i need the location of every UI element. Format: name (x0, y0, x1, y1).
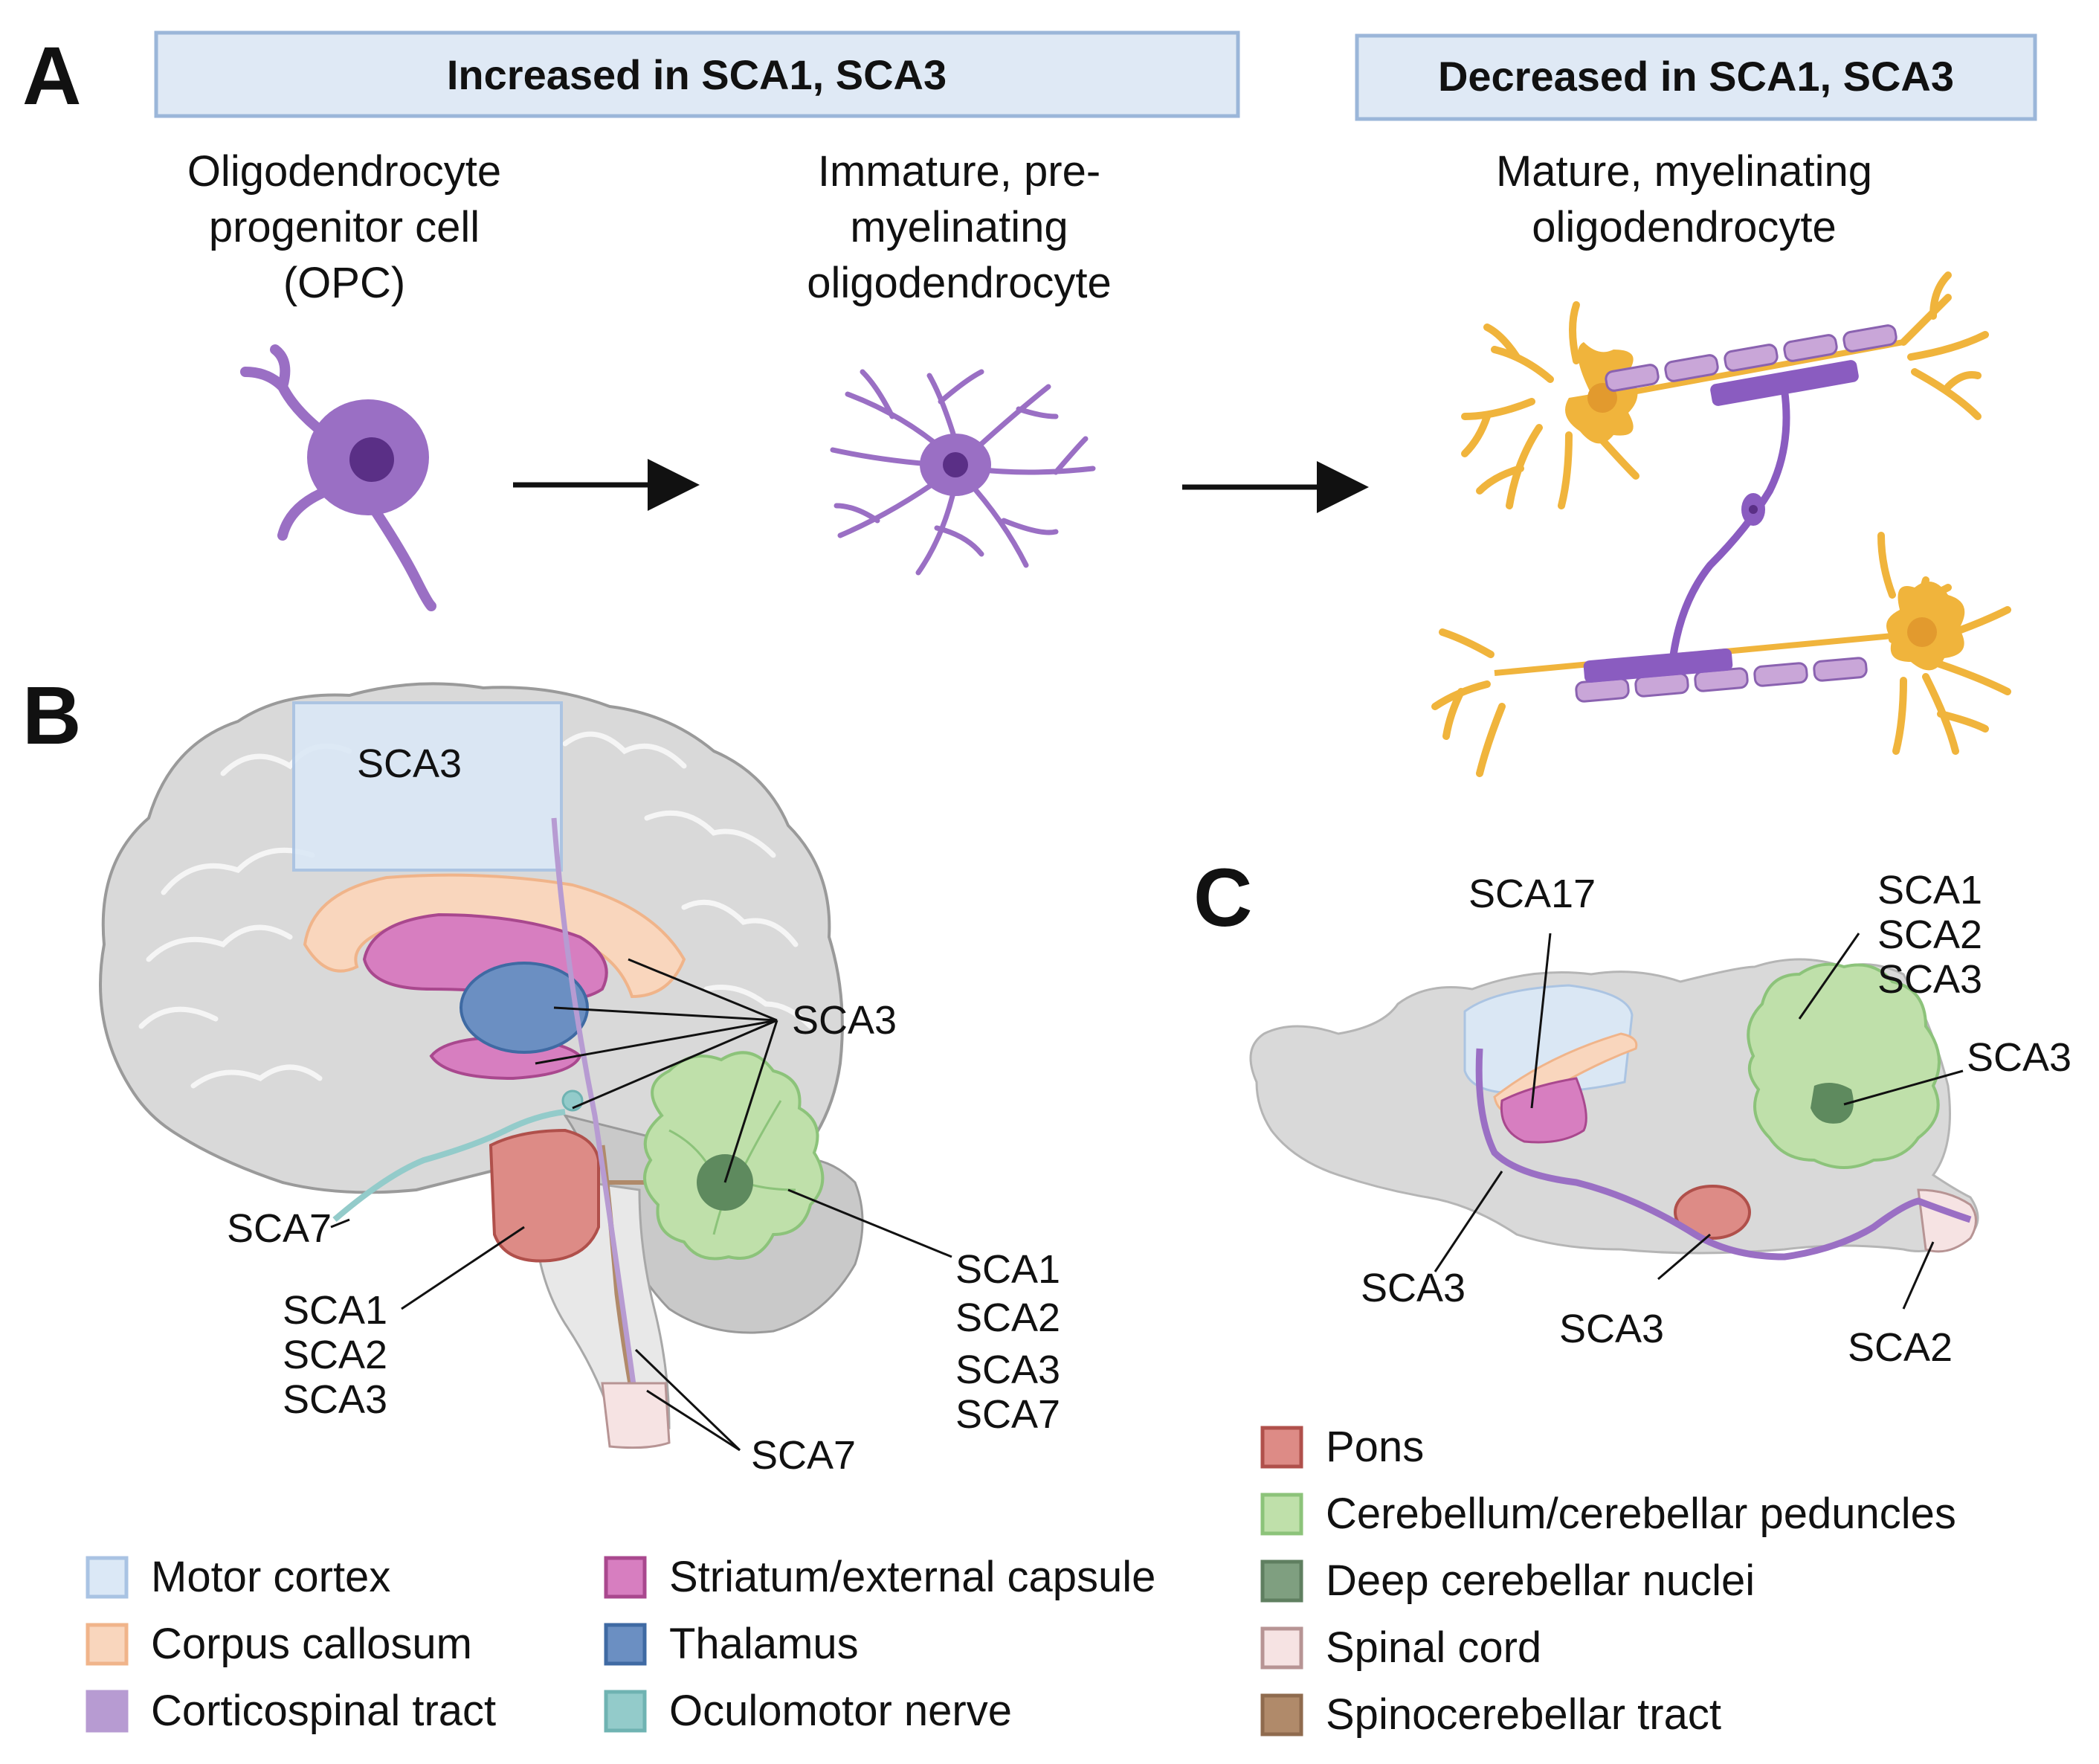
legend-swatch-striatum-external-capsule (604, 1556, 647, 1599)
mouse-cerebellum-sca-label-1: SCA1 (1877, 868, 1982, 912)
mouse-dcn-sca-label: SCA3 (1967, 1035, 2071, 1080)
legend-label-pons: Pons (1326, 1423, 1424, 1471)
panel-letter-c: C (1193, 852, 1252, 944)
panel-b-leader-lines (330, 958, 952, 1452)
mature-caption: Mature, myelinating oligodendrocyte (1496, 147, 1872, 251)
opc-cell-illustration (240, 344, 436, 611)
legend-swatch-corticospinal-tract (86, 1690, 129, 1733)
mouse-cerebellum-sca-label-3: SCA3 (1877, 957, 1982, 1002)
legend-label-corticospinal-tract: Corticospinal tract (151, 1687, 496, 1735)
decreased-banner-text: Decreased in SCA1, SCA3 (1438, 53, 1954, 100)
increased-banner-text: Increased in SCA1, SCA3 (447, 51, 947, 98)
legend-label-corpus-callosum: Corpus callosum (151, 1620, 472, 1668)
spinal-cord-region (601, 1382, 671, 1449)
legend-label-spinocerebellar-tract: Spinocerebellar tract (1326, 1690, 1721, 1739)
panel-letter-b: B (22, 670, 81, 762)
mouse-pons (1674, 1185, 1751, 1240)
pons-region (489, 1128, 600, 1263)
opc-caption-line3: (OPC) (283, 259, 405, 307)
mouse-striatum-sca-label: SCA17 (1468, 872, 1596, 916)
opc-caption-line2: progenitor cell (209, 203, 480, 251)
legend-swatch-oculomotor-nerve (604, 1690, 647, 1733)
mature-oligodendrocyte-illustration (1431, 271, 2011, 777)
immature-caption-line1: Immature, pre- (818, 147, 1100, 196)
legend-swatch-corpus-callosum (86, 1623, 129, 1666)
decreased-banner (1355, 33, 2037, 121)
pons-sca-label-1: SCA1 (283, 1288, 387, 1333)
legend-label-cerebellum-cerebellar-peduncles: Cerebellum/cerebellar peduncles (1326, 1490, 1956, 1538)
immature-oligodendrocyte-illustration (830, 369, 1096, 576)
legend-label-spinal-cord: Spinal cord (1326, 1623, 1541, 1672)
legend-label-motor-cortex: Motor cortex (151, 1553, 390, 1601)
oculomotor-nerve (332, 1109, 566, 1223)
motor-cortex-sca-label: SCA3 (357, 741, 462, 786)
immature-caption-line2: myelinating (850, 203, 1068, 251)
legend-label-thalamus: Thalamus (669, 1620, 859, 1668)
oculomotor-sca-label: SCA7 (227, 1206, 332, 1251)
immature-caption: Immature, pre- myelinating oligodendrocy… (807, 147, 1112, 307)
legend-swatch-deep-cerebellar-nuclei (1260, 1559, 1303, 1603)
center-sca-label: SCA3 (792, 998, 897, 1043)
legend-swatch-cerebellum-cerebellar-peduncles (1260, 1493, 1303, 1536)
mouse-cerebellum-sca-labels: SCA1 SCA2 SCA3 (1877, 868, 1982, 1002)
opc-caption: Oligodendrocyte progenitor cell (OPC) (187, 147, 501, 307)
legend-swatch-thalamus (604, 1623, 647, 1666)
legend-swatch-motor-cortex (86, 1556, 129, 1599)
mouse-striatum (1500, 1077, 1587, 1144)
legend-swatch-spinocerebellar-tract (1260, 1693, 1303, 1736)
mouse-cerebellum (1747, 962, 1941, 1169)
increased-banner (154, 30, 1240, 118)
cerebellum-sca-label-3: SCA3 (955, 1348, 1060, 1392)
pons-sca-label-3: SCA3 (283, 1377, 387, 1422)
mouse-cerebellum-sca-label-2: SCA2 (1877, 912, 1982, 957)
mouse-tract-sca-label: SCA3 (1361, 1266, 1466, 1310)
legend-label-oculomotor-nerve: Oculomotor nerve (669, 1687, 1012, 1735)
mouse-deep-cerebellar-nuclei (1811, 1083, 1854, 1124)
cerebellum-sca-label-4: SCA7 (955, 1392, 1060, 1437)
opc-caption-line1: Oligodendrocyte (187, 147, 501, 196)
immature-caption-line3: oligodendrocyte (807, 259, 1112, 307)
corticospinal-tract (551, 817, 642, 1429)
pons-sca-label-2: SCA2 (283, 1333, 387, 1377)
thalamus-region (460, 962, 589, 1054)
legend-swatch-spinal-cord (1260, 1626, 1303, 1670)
human-brain-illustration (99, 682, 864, 1449)
cerebellum-sca-label-2: SCA2 (955, 1295, 1060, 1340)
panel-c-leader-lines (1434, 933, 1964, 1310)
legend-label-striatum-external-capsule: Striatum/external capsule (669, 1553, 1155, 1601)
mature-caption-line1: Mature, myelinating (1496, 147, 1872, 196)
pons-sca-labels: SCA1 SCA2 SCA3 (283, 1288, 387, 1422)
cerebellum-sca-labels: SCA1 SCA2 SCA3 SCA7 (955, 1247, 1060, 1437)
tract-sca-label: SCA7 (751, 1433, 856, 1478)
motor-cortex-region (292, 701, 563, 872)
legend-label-deep-cerebellar-nuclei: Deep cerebellar nuclei (1326, 1557, 1755, 1605)
cerebellum-sca-label-1: SCA1 (955, 1247, 1060, 1292)
mature-caption-line2: oligodendrocyte (1532, 203, 1837, 251)
corpus-callosum-region (303, 873, 686, 999)
panel-letter-a: A (22, 30, 81, 122)
mouse-brain-illustration (1249, 958, 1979, 1261)
legend-swatch-pons (1260, 1426, 1303, 1469)
mouse-spinal-sca-label: SCA2 (1848, 1325, 1953, 1370)
mouse-pons-sca-label: SCA3 (1559, 1307, 1664, 1351)
